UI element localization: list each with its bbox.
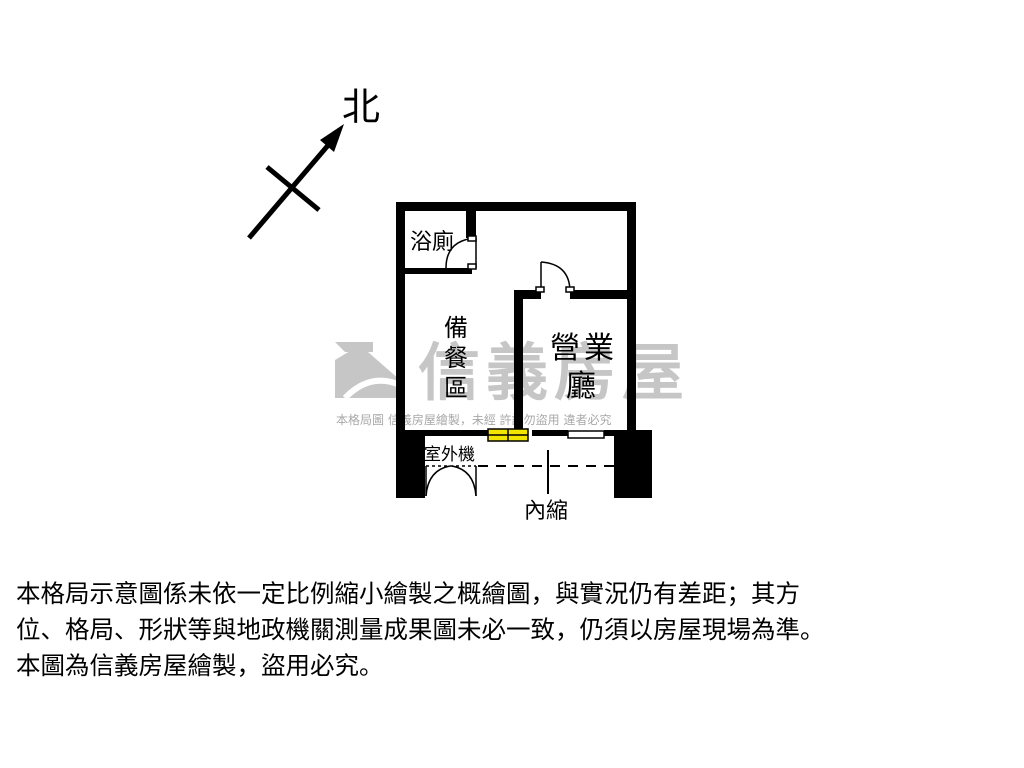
room-label-dining-2: 餐 [444,344,468,372]
room-label-bathroom: 浴廁 [410,230,454,255]
room-label-dining-1: 備 [444,314,468,342]
disclaimer-line-2: 位、格局、形狀等與地政機關測量成果圖未必一致，仍須以房屋現場為準。 [16,615,825,644]
room-label-dining-3: 區 [444,374,468,402]
recess-line [478,450,614,494]
room-label-lobby-2: 業 [584,331,614,366]
disclaimer-line-1: 本格局示意圖係未依一定比例縮小繪製之概繪圖，與實況仍有差距；其方 [16,579,800,608]
north-arrow-icon [247,124,344,240]
label-recess: 內縮 [524,499,568,524]
room-label-lobby-1: 營 [550,331,580,366]
front-opening [567,430,605,439]
walls [396,202,652,498]
room-label-lobby-3: 廳 [566,369,596,404]
bathroom-door [445,235,477,270]
disclaimer-line-3: 本圖為信義房屋繪製，盜用必究。 [16,651,384,680]
label-outdoor-unit: 室外機 [424,445,475,465]
north-label: 北 [342,85,380,129]
disclaimer-text: 本格局示意圖係未依一定比例縮小繪製之概繪圖，與實況仍有差距；其方 位、格局、形狀… [16,576,1016,684]
floor-plan: 北 信義房屋 本格局圖 信義房屋繪製，未經 許請勿盜用 違者必究 [247,85,690,524]
entrance-double-door [425,465,477,497]
lobby-door [535,261,575,293]
window [487,428,529,442]
watermark-brand: 信義房屋 [418,336,690,409]
watermark-logo-icon [335,342,402,401]
watermark-notice: 本格局圖 信義房屋繪製，未經 許請勿盜用 違者必究 [336,412,611,427]
